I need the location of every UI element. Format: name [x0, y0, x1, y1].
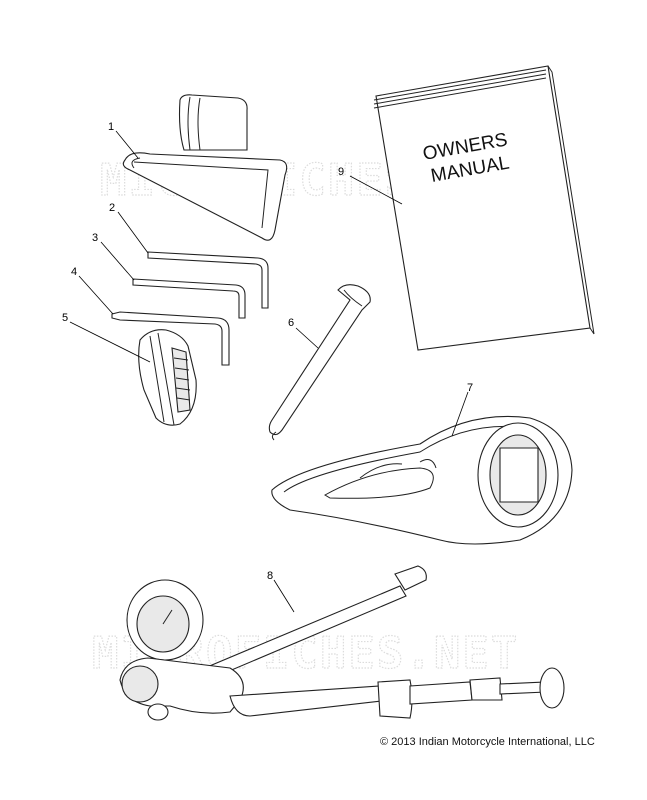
callout-7: 7 — [467, 382, 473, 394]
part-1-clip — [122, 94, 288, 241]
leader-lines — [69, 130, 469, 613]
callout-4: 4 — [71, 266, 77, 278]
callout-9: 9 — [338, 166, 344, 178]
callout-8: 8 — [267, 570, 273, 582]
part-8-shock-pump — [119, 565, 565, 721]
part-7-emblem-cover — [271, 415, 573, 545]
callout-2: 2 — [109, 202, 115, 214]
callout-6: 6 — [288, 317, 294, 329]
part-9-owners-manual: OWNERS MANUAL — [373, 65, 595, 351]
part-3-hex-key — [132, 278, 246, 319]
callout-5: 5 — [62, 312, 68, 324]
part-4-hex-key — [111, 311, 230, 366]
copyright-notice: © 2013 Indian Motorcycle International, … — [380, 736, 595, 748]
part-6-rod-tool — [268, 284, 371, 441]
callout-3: 3 — [92, 232, 98, 244]
part-5-fuse-puller — [138, 329, 197, 426]
part-2-hex-key — [147, 251, 269, 309]
callout-1: 1 — [108, 121, 114, 133]
